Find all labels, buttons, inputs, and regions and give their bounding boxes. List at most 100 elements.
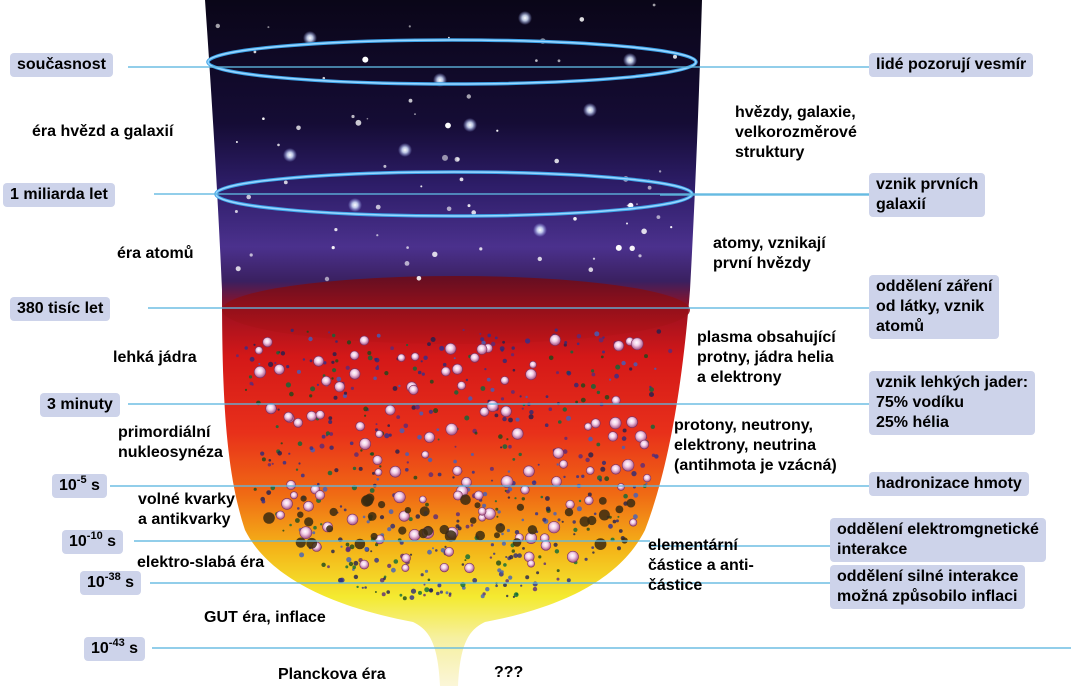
nucleus-particle [567,551,578,562]
particle-dot [557,463,559,465]
particle-dot [545,496,550,501]
particle-dot [566,416,571,421]
particle-dot [308,337,312,341]
power-exponent: -43 [109,637,125,649]
particle-dot [430,380,434,384]
nucleus-particle [422,451,429,458]
power-exponent: -10 [87,530,103,542]
particle-dot [236,354,239,357]
nucleus-particle [398,354,406,362]
particle-dot [617,546,621,550]
particle-dot [577,334,581,338]
particle-dot [245,346,248,349]
particle-dot [346,366,350,370]
star [538,257,542,261]
particle-dot [472,578,477,583]
star [235,210,238,213]
particle-dot [317,384,319,386]
particle-dot [331,550,335,554]
quark-particle [362,495,373,506]
particle-dot [622,446,625,449]
particle-dot [503,563,507,567]
particle-dot [418,371,422,375]
particle-dot [601,356,604,359]
nucleus-particle [390,466,401,477]
quark-particle [460,494,471,505]
particle-dot [268,463,271,466]
time-marker-1e-10-s: 10-10 s [62,530,123,554]
particle-dot [301,474,305,478]
particle-dot [501,533,504,536]
particle-dot [633,514,638,519]
particle-dot [513,553,518,558]
particle-dot [570,351,573,354]
particle-dot [334,468,338,472]
quark-particle [565,508,573,516]
nucleus-particle [304,501,314,511]
particle-dot [538,555,541,558]
particle-dot [509,555,513,559]
particle-dot [449,592,452,595]
quark-particle [587,516,596,525]
nucleus-particle [584,423,591,430]
particle-dot [522,408,524,410]
particle-dot [418,591,422,595]
particle-dot [475,432,478,435]
particle-dot [502,341,505,344]
particle-dot [480,337,484,341]
quark-particle [494,532,500,538]
content-plasma: plasma obsahující protny, jádra helia a … [697,328,836,388]
particle-dot [468,396,472,400]
nucleus-particle [541,541,551,551]
particle-dot [364,415,366,417]
quark-particle [470,517,477,524]
quark-particle [496,523,506,533]
particle-dot [346,543,350,547]
particle-dot [490,467,494,471]
particle-dot [588,452,593,457]
nucleus-particle [618,483,625,490]
nucleus-particle [608,432,618,442]
star [447,207,452,212]
particle-dot [439,346,444,351]
nucleus-particle [446,424,458,436]
particle-dot [522,519,525,522]
quark-particle [595,538,607,550]
galaxy-glow [348,198,362,212]
particle-dot [307,331,309,333]
time-marker-1e-38-s: 10-38 s [80,571,141,595]
particle-dot [453,460,457,464]
particle-dot [558,420,562,424]
nucleus-particle [411,353,419,361]
star [636,203,638,205]
star [367,118,369,120]
nucleus-particle [409,385,418,394]
particle-dot [413,367,417,371]
event-electromagnetic-separation: oddělení elektromgnetické interakce [830,518,1046,562]
particle-dot [557,578,560,581]
particle-dot [508,576,512,580]
particle-dot [387,564,391,568]
particle-dot [591,384,596,389]
particle-dot [481,594,485,598]
event-hadronization: hadronizace hmoty [869,472,1029,496]
particle-dot [564,437,567,440]
particle-dot [623,494,628,499]
particle-dot [455,446,457,448]
particle-dot [322,435,326,439]
particle-dot [464,416,469,421]
nucleus-particle [255,347,263,355]
particle-dot [519,453,522,456]
star [325,277,329,281]
particle-dot [421,573,424,576]
particle-dot [387,424,390,427]
particle-dot [382,592,386,596]
particle-dot [416,514,421,519]
particle-dot [574,383,579,388]
particle-dot [471,524,474,527]
particle-dot [428,458,432,462]
quark-particle [296,538,306,548]
particle-dot [332,368,336,372]
nucleus-particle [631,338,643,350]
quark-particle [304,517,313,526]
